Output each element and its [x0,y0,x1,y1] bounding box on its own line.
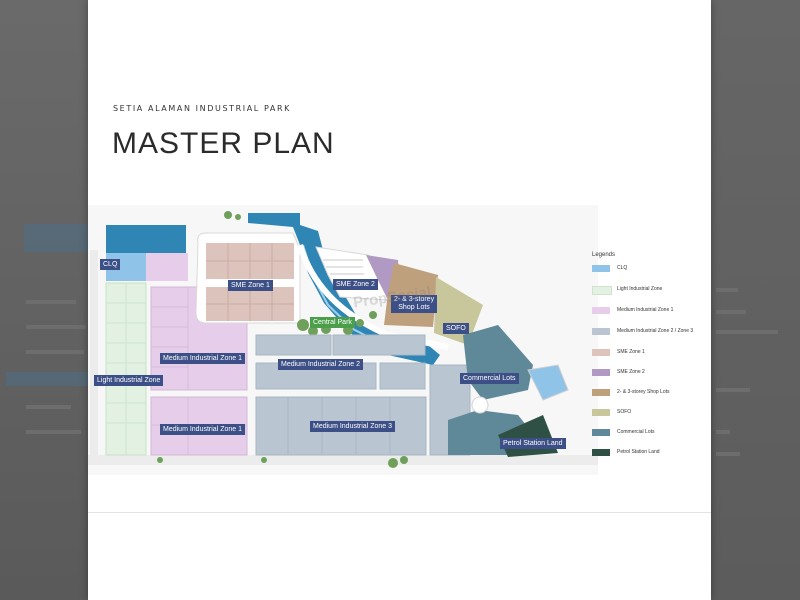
label-central-park[interactable]: Central Park [310,317,355,328]
label-commercial-lots[interactable]: Commercial Lots [460,373,519,384]
background-ghost-line [716,430,730,434]
legend-swatch [592,307,610,314]
background-ghost-line [716,452,740,456]
map-legend: Legends CLQ Light Industrial Zone Medium… [588,250,708,465]
sme-zone-1-grid [206,243,294,321]
water-body-clq [106,225,186,253]
legend-swatch [592,389,610,396]
label-medium-zone-1-bottom[interactable]: Medium Industrial Zone 1 [160,424,245,435]
legend-swatch [592,429,610,436]
legend-swatch [592,449,610,456]
legend-label: SME Zone 1 [617,349,645,355]
background-ghost-line [26,350,84,354]
label-shop-lots[interactable]: 2- & 3-storey Shop Lots [391,295,438,313]
legend-swatch [592,369,610,376]
label-light-industrial-zone[interactable]: Light Industrial Zone [94,375,164,386]
map-drawing [88,205,598,475]
background-ghost-line [26,325,86,329]
label-medium-zone-3[interactable]: Medium Industrial Zone 3 [310,421,395,432]
legend-swatch [592,349,610,356]
legend-label: 2- & 3-storey Shop Lots [617,389,670,395]
background-ghost-bar [6,372,88,386]
background-ghost-line [26,300,76,304]
label-medium-zone-1-top[interactable]: Medium Industrial Zone 1 [160,353,245,364]
page-title: MASTER PLAN [112,127,335,160]
legend-label: Light Industrial Zone [617,286,663,292]
legend-label: SOFO [617,409,632,415]
legend-swatch [592,265,610,272]
background-ghost-bar [24,224,88,252]
legend-label: Petrol Station Land [617,449,660,455]
background-ghost-line [716,310,746,314]
background-ghost-line [716,388,750,392]
medium-zone-2-block-d [379,362,426,390]
background-ghost-line [716,330,778,334]
main-road [88,455,598,465]
legend-label: SME Zone 2 [617,369,645,375]
medium-zone-2-block-a [255,334,332,356]
legend-title: Legends [592,252,616,258]
label-medium-zone-2[interactable]: Medium Industrial Zone 2 [278,359,363,370]
page-subtitle: SETIA ALAMAN INDUSTRIAL PARK [113,104,291,113]
label-sme-zone-1[interactable]: SME Zone 1 [228,280,273,291]
legend-label: Medium Industrial Zone 2 / Zone 3 [617,328,694,334]
master-plan-card: SETIA ALAMAN INDUSTRIAL PARK MASTER PLAN [88,0,711,600]
legend-swatch [592,328,610,335]
legend-label: Commercial Lots [617,429,655,435]
label-clq[interactable]: CLQ [100,259,121,270]
label-sofo[interactable]: SOFO [443,323,469,334]
background-ghost-line [26,405,71,409]
label-petrol-station-land[interactable]: Petrol Station Land [500,438,566,449]
background-right [711,0,800,600]
medium-zone-1-north [146,253,188,281]
legend-swatch [592,409,610,416]
clq-east [527,364,569,401]
curved-road [297,244,449,350]
background-ghost-line [716,288,738,292]
legend-label: Medium Industrial Zone 1 [617,307,674,313]
roundabout [471,396,489,414]
master-plan-map[interactable]: CLQ SME Zone 1 SME Zone 2 2- & 3-storey … [88,205,598,475]
background-ghost-line [26,430,81,434]
legend-swatch [592,286,612,295]
legend-label: CLQ [617,265,628,271]
west-road [90,250,98,460]
sme-zone-2-parking [323,259,364,275]
medium-zone-2-block-b [332,334,426,356]
label-sme-zone-2[interactable]: SME Zone 2 [333,279,378,290]
divider-line [88,512,711,513]
